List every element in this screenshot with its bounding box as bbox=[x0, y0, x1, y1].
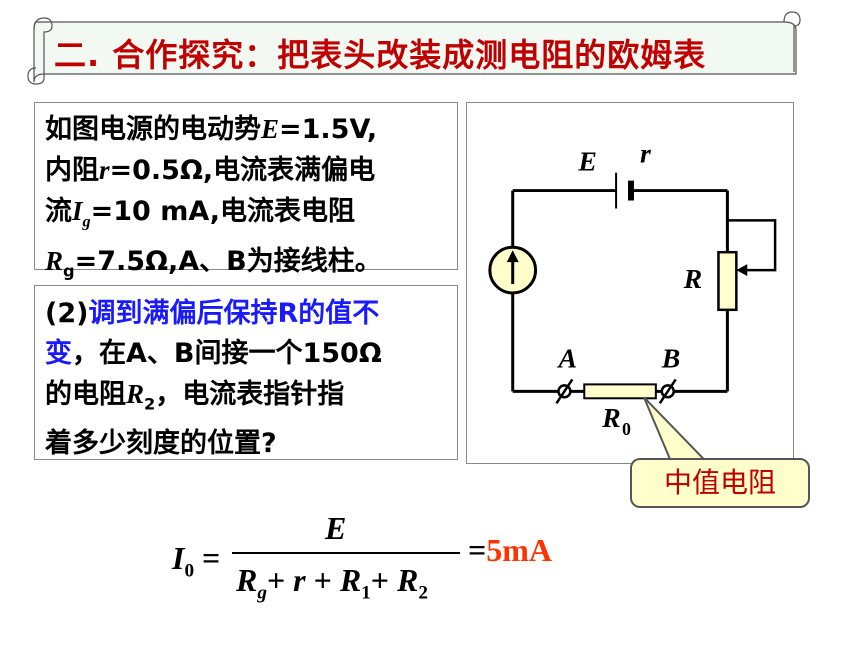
formula-current-sub: 0 bbox=[184, 560, 195, 582]
label-rheostat: R bbox=[683, 264, 703, 295]
label-r0-sub: 0 bbox=[622, 419, 631, 439]
question-number: (2) bbox=[45, 298, 89, 329]
question-highlight-2: 变 bbox=[45, 338, 72, 369]
label-b: B bbox=[661, 343, 681, 374]
question-line-1: (2)调到满偏后保持R的值不 bbox=[45, 294, 447, 334]
given-line-4: Rg=7.5Ω,A、B为接线柱。 bbox=[45, 246, 382, 281]
label-r0: R bbox=[601, 403, 621, 434]
terminal-a-icon bbox=[555, 378, 574, 404]
formula-numerator: E bbox=[325, 510, 347, 546]
rheostat-symbol bbox=[717, 219, 777, 312]
formula-denominator: Rg+ r + R1+ R2 bbox=[236, 562, 428, 604]
ammeter-icon bbox=[488, 245, 538, 295]
result-value: 5mA bbox=[486, 532, 552, 568]
question-line-2: 变，在A、B间接一个150Ω bbox=[45, 338, 382, 369]
title-banner bbox=[27, 11, 801, 85]
label-r: r bbox=[640, 139, 652, 170]
formula-result: =5mA bbox=[468, 532, 552, 569]
page-title: 二. 合作探究：把表头改装成测电阻的欧姆表 bbox=[54, 36, 707, 74]
question-line-4: 着多少刻度的位置? bbox=[45, 428, 277, 460]
given-line-3: 流Ig=10 mA,电流表电阻 bbox=[45, 196, 355, 231]
label-a: A bbox=[556, 343, 577, 374]
circuit-diagram: E r R A B R 0 bbox=[466, 102, 794, 464]
label-e: E bbox=[577, 147, 597, 178]
battery-symbol bbox=[615, 172, 634, 209]
given-line-1: 如图电源的电动势E=1.5V, bbox=[45, 114, 378, 145]
resistor-r0 bbox=[583, 383, 657, 400]
callout-pointer bbox=[642, 396, 708, 462]
formula-equals: = bbox=[202, 540, 221, 576]
question-box: (2)调到满偏后保持R的值不 变，在A、B间接一个150Ω 的电阻R2，电流表指… bbox=[34, 285, 458, 460]
given-line-2: 内阻r=0.5Ω,电流表满偏电 bbox=[45, 155, 376, 186]
question-highlight-1: 调到满偏后保持R的值不 bbox=[88, 298, 380, 329]
formula-current: I bbox=[172, 540, 185, 576]
fraction-bar bbox=[232, 552, 460, 554]
question-line-3: 的电阻R2，电流表指针指 bbox=[45, 379, 345, 414]
terminal-b-icon bbox=[658, 378, 677, 404]
result-equals: = bbox=[468, 532, 487, 568]
given-conditions-box: 如图电源的电动势E=1.5V, 内阻r=0.5Ω,电流表满偏电 流Ig=10 m… bbox=[34, 102, 458, 281]
formula-lhs: I0 = bbox=[172, 540, 220, 582]
median-resistance-callout: 中值电阻 bbox=[630, 458, 810, 508]
